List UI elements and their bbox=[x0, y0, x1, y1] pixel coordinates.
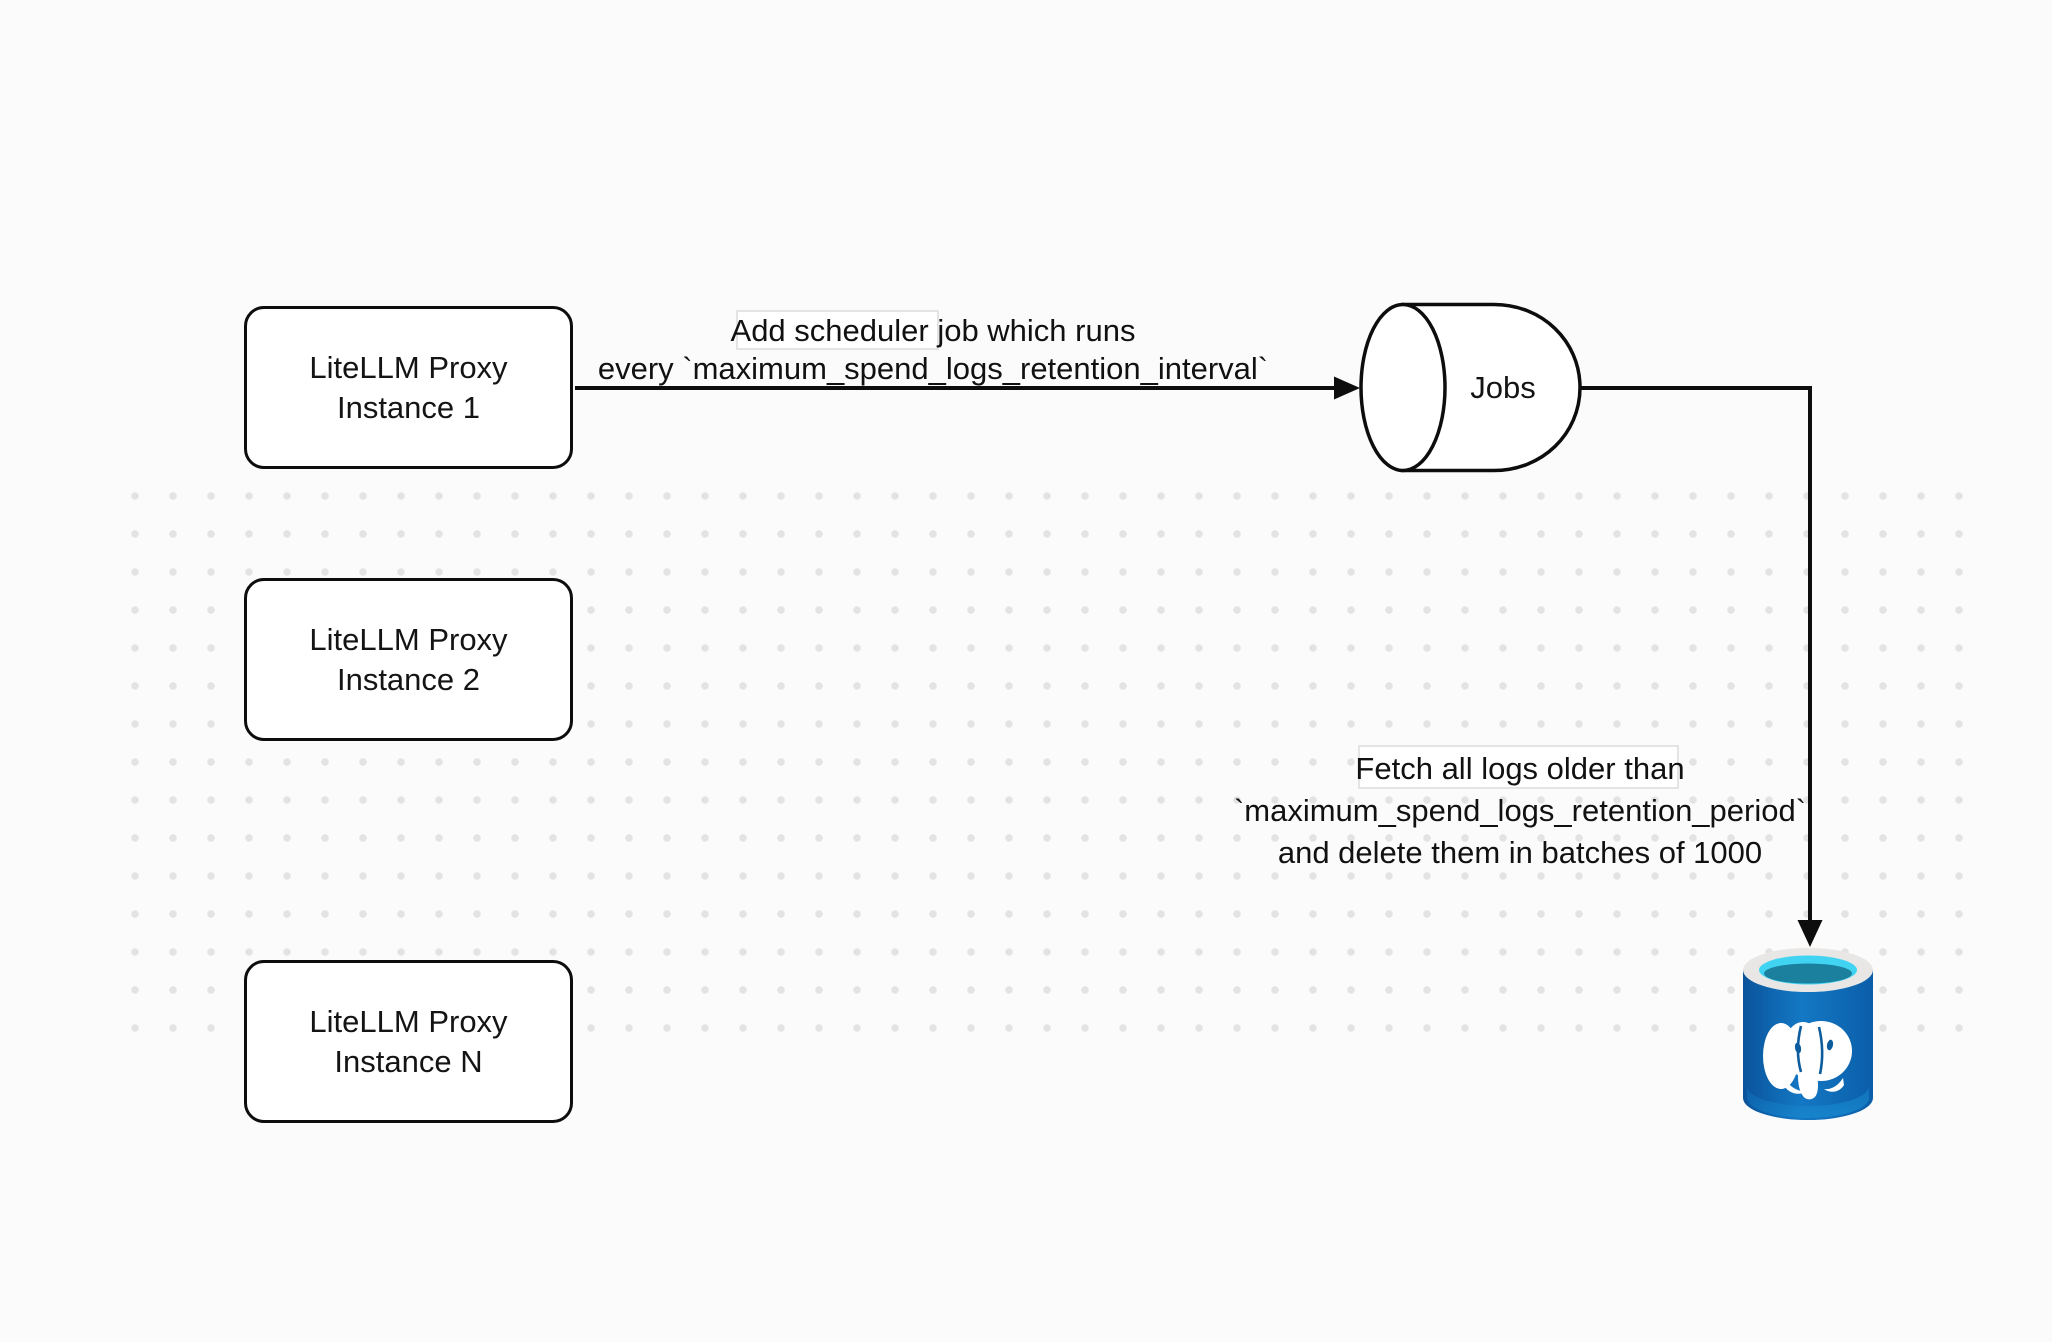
edge2-label-line3: and delete them in batches of 1000 bbox=[1277, 835, 1763, 870]
node-litellm-proxy-instance-1: LiteLLM Proxy Instance 1 bbox=[244, 306, 573, 469]
arrowhead-down-icon bbox=[1797, 920, 1823, 947]
node-litellm-proxy-instance-2: LiteLLM Proxy Instance 2 bbox=[244, 578, 573, 741]
edge1-label-background bbox=[736, 310, 939, 350]
pg-opening-teal bbox=[1764, 963, 1852, 984]
edge-jobs-to-postgres bbox=[1580, 386, 1823, 947]
edge1-label-line1: Add scheduler job which runs bbox=[730, 313, 1136, 348]
edge2-label-background bbox=[1358, 745, 1679, 789]
node-label-line1: LiteLLM Proxy bbox=[309, 1003, 508, 1039]
node-label-line1: LiteLLM Proxy bbox=[309, 349, 508, 385]
edge2-label-line2: `maximum_spend_logs_retention_period` bbox=[1233, 793, 1807, 828]
edge1-label: Add scheduler job which runs every `maxi… bbox=[558, 312, 1308, 388]
edge2-label-line1: Fetch all logs older than bbox=[1355, 751, 1685, 786]
pg-cylinder-bottom-highlight bbox=[1747, 1086, 1869, 1118]
node-label-line1: LiteLLM Proxy bbox=[309, 621, 508, 657]
arrowhead-right-icon bbox=[1334, 376, 1360, 400]
jobs-node-label: Jobs bbox=[1470, 370, 1536, 405]
edge-proxy1-to-jobs bbox=[575, 376, 1360, 400]
edge2-label: Fetch all logs older than `maximum_spend… bbox=[1210, 748, 1830, 874]
jobs-queue-cylinder bbox=[1359, 302, 1582, 473]
node-label-line2: Instance 1 bbox=[336, 389, 481, 425]
edge1-label-line2: every `maximum_spend_logs_retention_inte… bbox=[597, 351, 1269, 386]
node-label-line2: Instance N bbox=[334, 1043, 483, 1079]
postgresql-database-icon bbox=[1743, 948, 1873, 1122]
node-label-line2: Instance 2 bbox=[336, 661, 481, 697]
node-litellm-proxy-instance-n: LiteLLM Proxy Instance N bbox=[244, 960, 573, 1123]
pg-elephant-icon bbox=[1763, 1021, 1852, 1100]
